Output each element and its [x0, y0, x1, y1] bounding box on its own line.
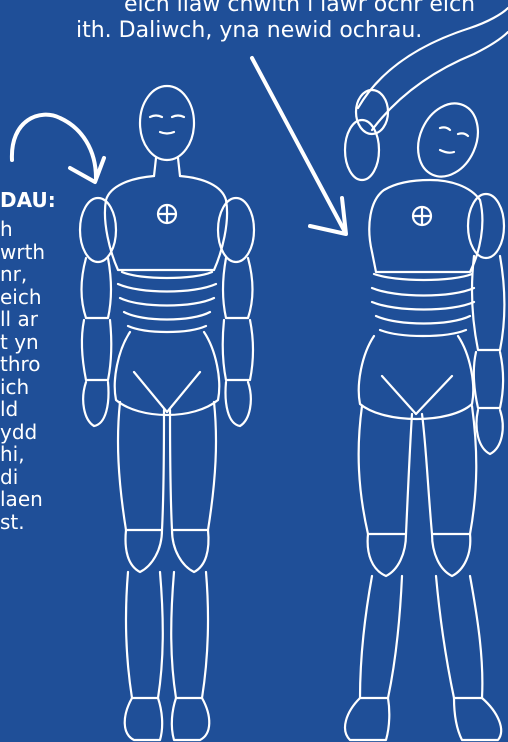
mannequin-side-bend-figure — [345, 8, 508, 740]
mannequin-standing-figure — [80, 86, 254, 740]
curved-arrow-left — [12, 115, 104, 182]
pointer-arrow-right — [252, 58, 346, 234]
